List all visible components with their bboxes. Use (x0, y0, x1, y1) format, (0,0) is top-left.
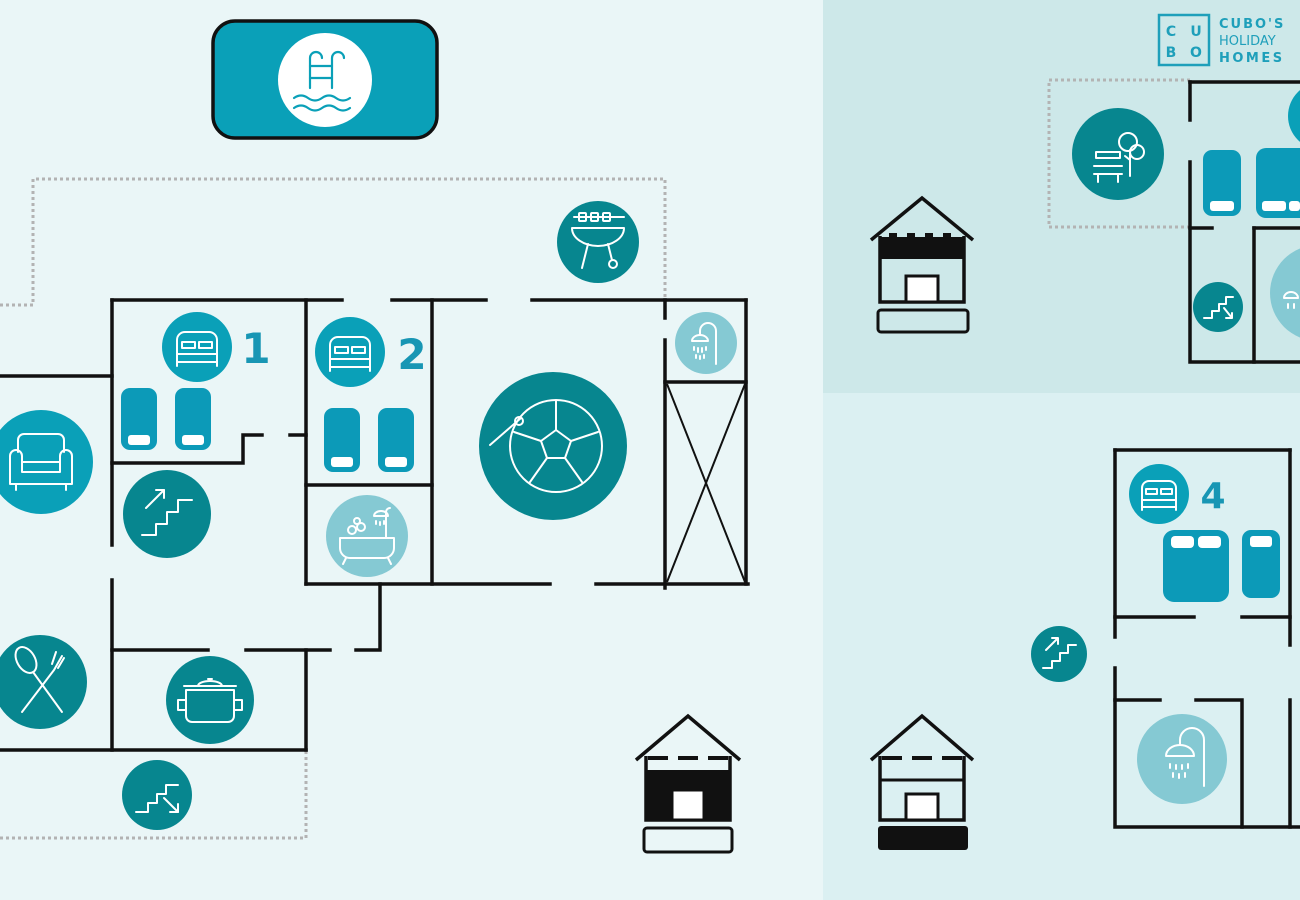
house-level-icon (634, 713, 742, 854)
single-bed (378, 408, 414, 472)
bedroom-2: 2 (315, 317, 427, 472)
single-bed (121, 388, 157, 450)
upper-floor-walls (1188, 80, 1300, 364)
cooking-pot-icon (166, 656, 254, 744)
stairs-down-icon (122, 760, 192, 830)
logo-line-2: HOLIDAY (1219, 34, 1276, 49)
second-floor-walls (1113, 448, 1300, 829)
single-bed (1242, 530, 1280, 598)
pool-icon (278, 33, 372, 127)
shower-icon (1137, 714, 1227, 804)
logo-line-1: CUBO'S (1219, 17, 1285, 32)
bathtub-icon (326, 495, 408, 577)
stairs-up-icon (123, 470, 211, 558)
bedroom-4: 4 (1129, 464, 1280, 602)
dining-icon (0, 635, 87, 729)
room-number-2: 2 (397, 330, 426, 379)
house-level-icon (869, 713, 975, 850)
double-bed-icon (315, 317, 385, 387)
brand-logo: C U B O CUBO'S HOLIDAY HOMES (1157, 13, 1285, 67)
pool-area (211, 19, 439, 140)
patio-outline (0, 752, 308, 840)
house-level-icon (869, 195, 975, 334)
room-number-1: 1 (241, 324, 270, 373)
terrace-outline (0, 177, 667, 307)
bedroom-1: 1 (121, 312, 271, 450)
sofa-icon (0, 410, 93, 514)
logo-letter-o: O (1190, 45, 1202, 61)
shower-icon (1270, 248, 1300, 338)
single-bed (1203, 150, 1241, 216)
stairs-up-icon (1031, 626, 1087, 682)
room-number-4: 4 (1200, 476, 1225, 517)
single-bed (324, 408, 360, 472)
bbq-icon (557, 201, 639, 283)
logo-letter-u: U (1190, 24, 1201, 40)
double-bed-icon (1129, 464, 1189, 524)
football-icon (479, 372, 627, 520)
logo-line-3: HOMES (1219, 51, 1285, 66)
double-bed (1163, 530, 1229, 602)
ground-floor-walls (0, 298, 750, 752)
double-bed-icon (162, 312, 232, 382)
single-bed (175, 388, 211, 450)
outdoor-shower-icon (675, 312, 737, 374)
double-bed (1256, 148, 1300, 218)
logo-letter-c: C (1166, 24, 1176, 40)
stairs-down-icon (1193, 282, 1243, 332)
double-bed-icon (1288, 90, 1300, 142)
garden-bench-icon (1072, 108, 1164, 200)
logo-letter-b: B (1166, 45, 1177, 61)
